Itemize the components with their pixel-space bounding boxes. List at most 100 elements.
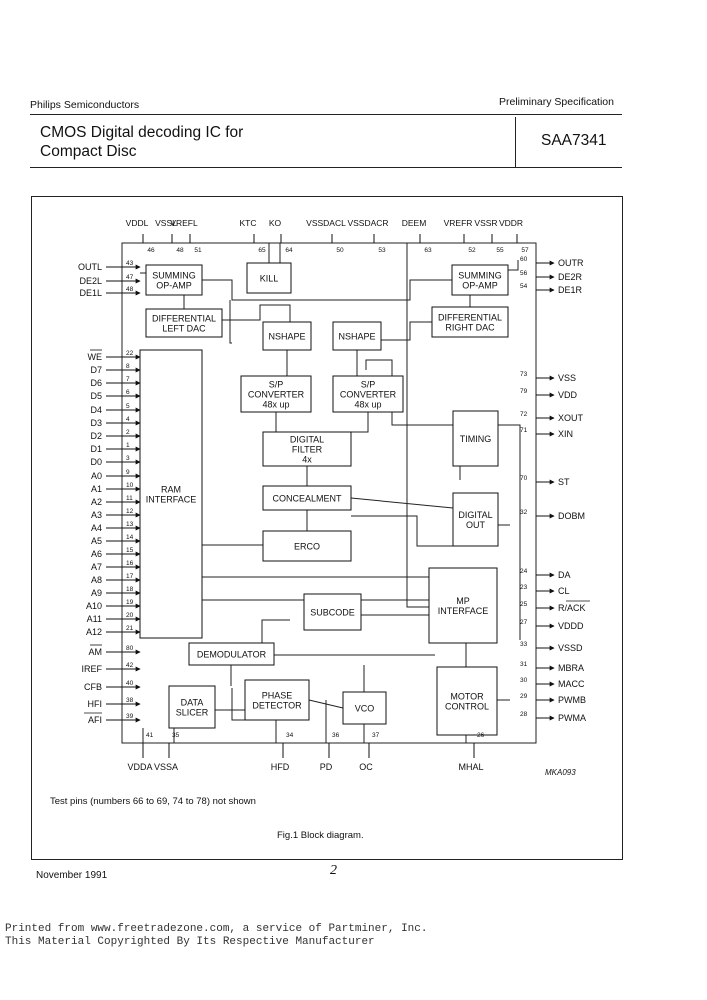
pin-name: D7: [90, 365, 102, 375]
phase-detector-label: PHASE: [262, 691, 293, 701]
pin-name: A1: [91, 484, 102, 494]
signal-wire: [350, 497, 454, 509]
pin-number: 70: [520, 475, 528, 482]
pin-name: A9: [91, 588, 102, 598]
pin-number: 2: [126, 429, 130, 436]
pin-name: DOBM: [558, 511, 585, 521]
subcode-block: SUBCODE: [303, 593, 362, 631]
pin-number: 73: [520, 371, 528, 378]
pin-name: VSSL: [155, 218, 177, 228]
ram-interface-label: RAM: [161, 485, 181, 495]
pin-name: VSSD: [558, 643, 583, 653]
pin-number: 65: [258, 247, 266, 254]
pin-number: 46: [147, 247, 155, 254]
pin-name: D6: [90, 378, 102, 388]
figure-caption: Fig.1 Block diagram.: [277, 830, 364, 841]
print-line-2: This Material Copyrighted By Its Respect…: [5, 936, 375, 948]
diff-right-label: DIFFERENTIAL: [438, 313, 502, 323]
pin-number: 34: [286, 732, 294, 739]
pin-name: D5: [90, 391, 102, 401]
pin-number: 24: [520, 568, 528, 575]
pin-name: DE2R: [558, 272, 583, 282]
pin-name: DE1L: [79, 288, 102, 298]
pin-name: A10: [86, 601, 102, 611]
digital-filter-label: FILTER: [292, 445, 323, 455]
pin-name: A8: [91, 575, 102, 585]
pin-name: KTC: [240, 218, 257, 228]
pin-name: VSSDACL: [306, 218, 346, 228]
pin-number: 28: [520, 711, 528, 718]
pin-name: A7: [91, 562, 102, 572]
signal-wire: [222, 304, 291, 322]
pin-name: A11: [87, 614, 102, 624]
digital-out-label: DIGITAL: [458, 510, 492, 520]
company-name: Philips Semiconductors: [30, 99, 140, 111]
pin-number: 32: [520, 509, 528, 516]
kill-label: KILL: [260, 274, 279, 284]
nshape-right-label: NSHAPE: [338, 332, 375, 342]
pin-number: 4: [126, 416, 130, 423]
summing-left-label: SUMMING: [152, 271, 196, 281]
pin-name: PD: [320, 762, 333, 772]
mp-interface-label: MP: [456, 596, 470, 606]
pin-number: 47: [126, 274, 134, 281]
data-slicer-label: DATA: [181, 698, 204, 708]
vco-block: VCO: [342, 691, 387, 725]
pin-name: IREF: [81, 664, 102, 674]
pin-number: 31: [520, 661, 528, 668]
phase-detector-label: DETECTOR: [252, 701, 302, 711]
title-line-1: CMOS Digital decoding IC for: [40, 124, 244, 141]
pin-name: A5: [91, 536, 102, 546]
pin-name: VSSDACR: [347, 218, 388, 228]
pin-name: OC: [359, 762, 373, 772]
digital-out-label: OUT: [466, 520, 486, 530]
pin-number: 40: [126, 680, 134, 687]
pin-number: 63: [424, 247, 432, 254]
pin-number: 71: [520, 427, 528, 434]
sp-left-label: 48x up: [262, 400, 289, 410]
pin-number: 8: [126, 363, 130, 370]
pin-name: D0: [90, 457, 102, 467]
pin-number: 52: [468, 247, 476, 254]
kill-block: KILL: [246, 262, 292, 294]
concealment-label: CONCEALMENT: [272, 494, 342, 504]
pin-number: 72: [520, 411, 528, 418]
pin-number: 43: [126, 260, 134, 267]
pin-number: 12: [126, 508, 134, 515]
sp-right-label: 48x up: [354, 400, 381, 410]
pin-name: XIN: [558, 429, 573, 439]
pin-name: OUTL: [78, 262, 102, 272]
sp-left-label: S/P: [269, 380, 284, 390]
pin-name: A0: [91, 471, 102, 481]
summing-right-label: OP-AMP: [462, 281, 498, 291]
nshape-left-label: NSHAPE: [268, 332, 305, 342]
